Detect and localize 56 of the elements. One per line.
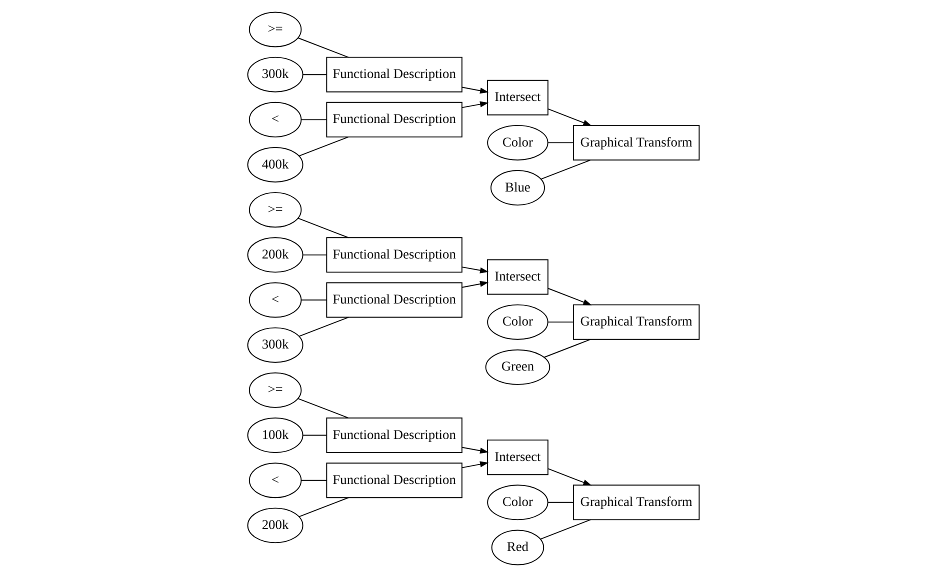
node-ellipse: Color [487, 484, 548, 520]
node-ellipse: Blue [490, 170, 545, 206]
connector [300, 119, 327, 120]
arrow [548, 288, 592, 306]
connector [547, 322, 574, 323]
node-ellipse: < [248, 102, 302, 138]
node-ellipse: Color [487, 304, 548, 340]
node-ellipse: 100k [247, 418, 304, 454]
node-box: Functional Description [326, 102, 462, 138]
node-box: Functional Description [326, 462, 462, 498]
arrow [462, 446, 489, 454]
arrow [548, 468, 592, 486]
connector [544, 339, 591, 358]
connector [300, 480, 327, 481]
connector [298, 398, 349, 418]
connector [298, 136, 349, 156]
connector [302, 434, 327, 436]
connector [298, 497, 349, 518]
node-ellipse: 300k [247, 327, 304, 363]
node-ellipse: < [248, 462, 302, 498]
connector [298, 218, 349, 238]
connector [547, 142, 574, 144]
node-box: Intersect [487, 259, 548, 295]
node-ellipse: >= [248, 192, 302, 228]
connector [302, 74, 327, 76]
connector [540, 160, 591, 180]
connector [298, 37, 349, 58]
connector [302, 254, 327, 256]
node-box: Functional Description [326, 237, 462, 273]
node-ellipse: Red [491, 530, 544, 566]
connector [540, 519, 592, 540]
node-ellipse: 200k [247, 508, 304, 544]
node-ellipse: >= [248, 372, 302, 408]
node-ellipse: < [248, 282, 302, 318]
node-box: Graphical Transform [573, 304, 700, 340]
node-box: Intersect [487, 80, 548, 116]
node-box: Intersect [487, 440, 548, 476]
node-box: Functional Description [326, 56, 462, 92]
connector [547, 502, 574, 503]
node-box: Graphical Transform [573, 484, 700, 520]
connector [298, 316, 349, 337]
node-ellipse: 200k [247, 237, 304, 273]
arrow [462, 461, 489, 468]
node-ellipse: >= [248, 12, 302, 48]
arrow [462, 101, 489, 108]
node-ellipse: 300k [247, 56, 304, 92]
arrow [462, 266, 489, 274]
node-box: Functional Description [326, 418, 462, 454]
node-ellipse: 400k [247, 147, 304, 182]
node-box: Graphical Transform [573, 124, 700, 160]
arrow [462, 280, 489, 288]
arrow [462, 86, 489, 94]
node-ellipse: Color [487, 124, 548, 160]
node-box: Functional Description [326, 282, 462, 318]
arrow [548, 108, 592, 126]
node-ellipse: Green [485, 349, 550, 385]
